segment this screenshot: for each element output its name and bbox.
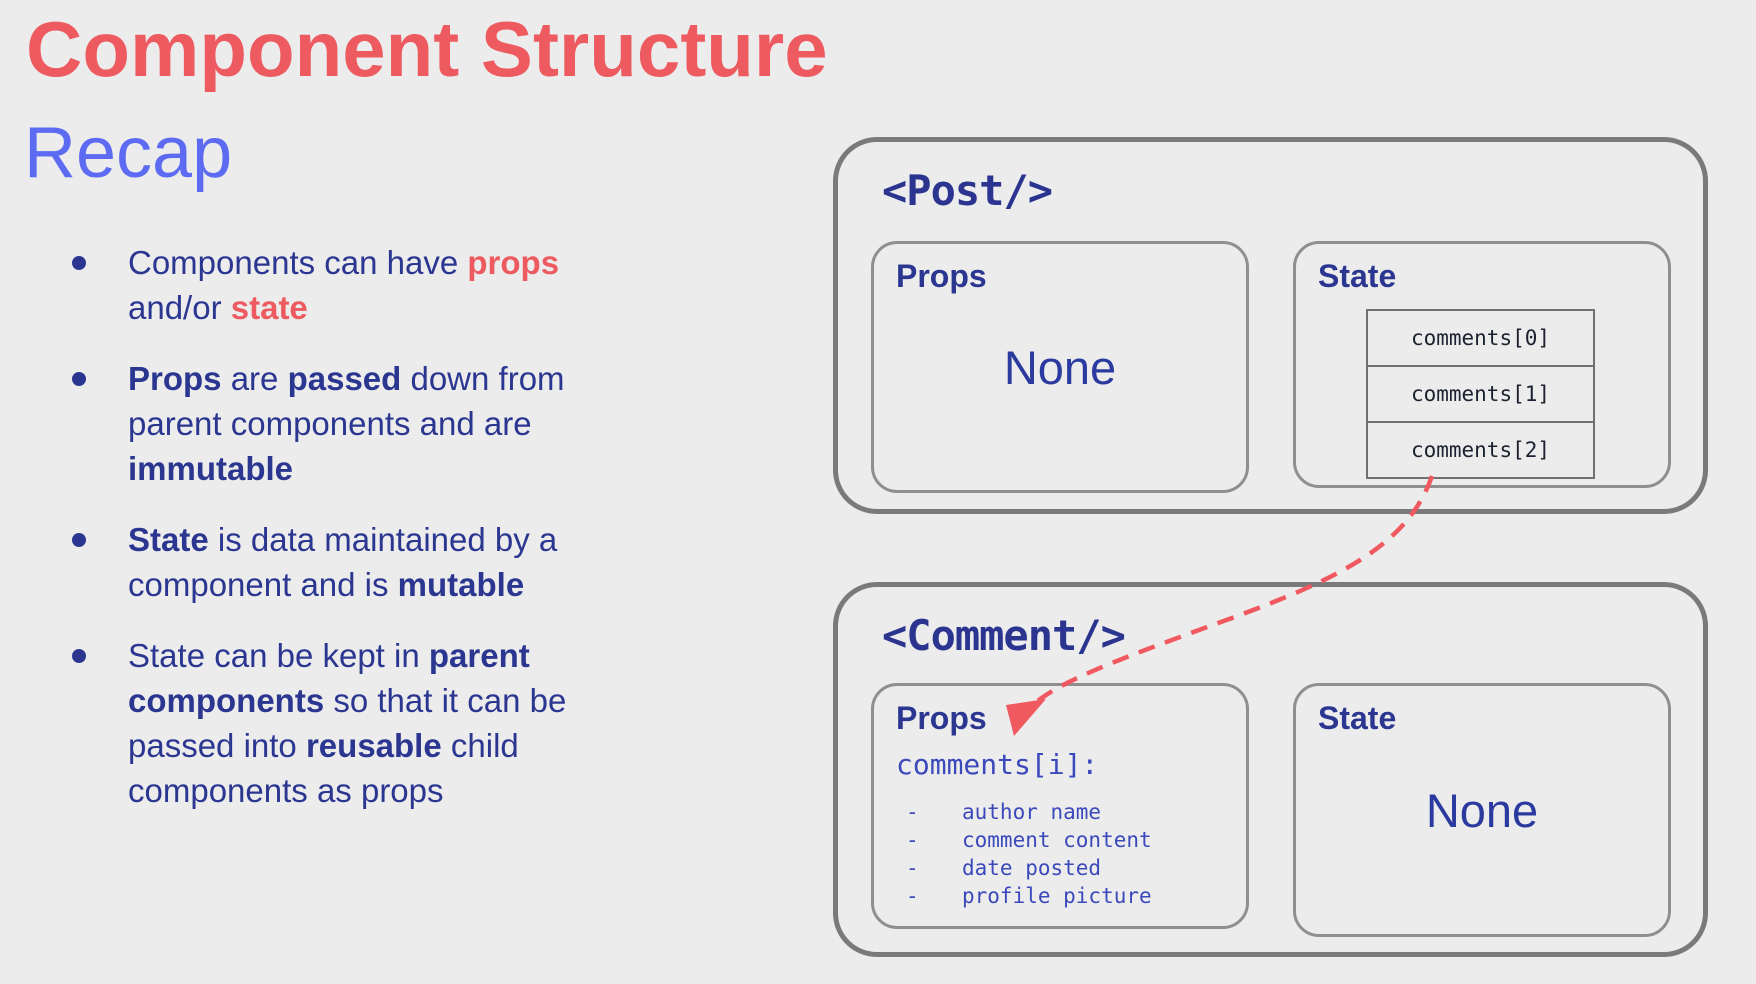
comment-props-list: -author name -comment content -date posted… xyxy=(906,798,1236,910)
comment-state-value: None xyxy=(1425,783,1539,837)
page-title: Component Structure xyxy=(26,5,828,93)
comment-props-heading: comments[i]: xyxy=(896,748,1099,781)
comment-state-box: State None xyxy=(1293,683,1671,937)
state-array-cell: comments[2] xyxy=(1410,438,1551,462)
comment-component-box: <Comment/> Props comments[i]: -author na… xyxy=(833,582,1708,957)
props-list-item: -date posted xyxy=(906,856,1102,880)
post-props-label: Props xyxy=(896,258,987,294)
props-list-item: -comment content xyxy=(906,828,1152,852)
props-list-item: -profile picture xyxy=(906,884,1152,908)
comment-props-box: Props comments[i]: -author name -comment … xyxy=(871,683,1249,929)
post-props-value: None xyxy=(1003,340,1117,394)
comment-state-label: State xyxy=(1318,700,1397,736)
state-array-cell: comments[0] xyxy=(1368,311,1593,367)
props-list-item: -author name xyxy=(906,800,1102,824)
post-title: <Post/> xyxy=(882,166,1053,215)
post-state-array: comments[0]comments[1] comments[2] xyxy=(1366,309,1595,479)
page-subtitle: Recap xyxy=(24,113,233,193)
post-component-box: <Post/> Props None State comments[0]comm… xyxy=(833,137,1708,514)
post-state-box: State comments[0]comments[1] comments[2] xyxy=(1293,241,1671,488)
post-props-box: Props None xyxy=(871,241,1249,493)
state-array-cell: comments[1] xyxy=(1368,367,1593,423)
comment-props-label: Props xyxy=(896,700,987,736)
comment-title: <Comment/> xyxy=(882,611,1126,660)
post-state-label: State xyxy=(1318,258,1397,294)
